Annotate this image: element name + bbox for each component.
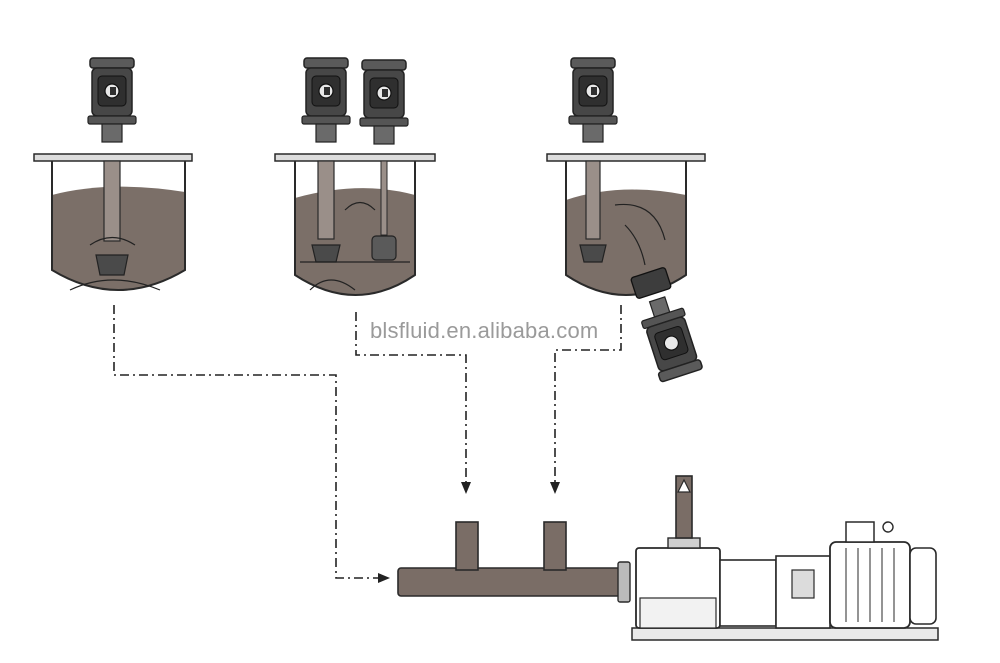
flow-arrows [614,203,666,266]
manifold-pipe [397,521,631,603]
agitator-shaft [380,160,388,236]
mixer-shaft-housing [317,160,335,240]
terminal-box [845,521,875,543]
mixer-head [311,244,341,263]
inline-homogenizer-unit [631,475,939,641]
flow-lines [113,305,622,579]
flow-line-tank2 [355,312,467,482]
arrowhead-inlet-3 [550,482,560,494]
lifting-eye-icon [882,521,894,533]
tank-vessel [294,160,416,296]
tank-top-entry-mixer [33,57,193,291]
pipe-flange [617,561,631,603]
motor-icon [568,57,618,143]
tank-lid [274,153,436,162]
motor-fins [845,548,895,622]
mixer-shaft-housing [103,160,121,242]
manifold-branch-1 [455,521,479,571]
flow-arrows [69,236,161,291]
mixer-head [579,244,607,263]
mixer-shaft-housing [585,160,601,240]
motor-icon [359,59,409,145]
base-frame [631,627,939,641]
motor-fan-cover [909,547,937,625]
flow-arrows [300,201,410,291]
tank-bottom-entry-mixer [546,57,706,383]
bottom-motor-icon [641,296,703,383]
tank-dual-mixer [274,57,436,296]
coupling [791,569,815,599]
tank-liquid [295,188,415,295]
outlet-flange [667,537,701,549]
tank-lid [546,153,706,162]
manifold-branch-2 [543,521,567,571]
homogenizer-lower [639,597,717,629]
tank-vessel [565,160,687,296]
flow-line-tank1 [113,305,378,579]
agitator-head [371,235,397,261]
motor-icon [301,57,351,143]
watermark-text: blsfluid.en.alibaba.com [370,318,599,343]
flow-line-tank3 [554,305,622,482]
flow-arrowheads [378,482,560,583]
arrowhead-inlet-main [378,573,390,583]
tank-lid [33,153,193,162]
arrowhead-inlet-2 [461,482,471,494]
bearing-housing [719,559,777,627]
tank-vessel [51,160,186,291]
mixer-head [95,254,129,276]
outlet-arrow-icon [677,478,691,493]
motor-icon [87,57,137,143]
bottom-mixer-flange [630,267,672,299]
manifold-main-pipe [397,567,621,597]
